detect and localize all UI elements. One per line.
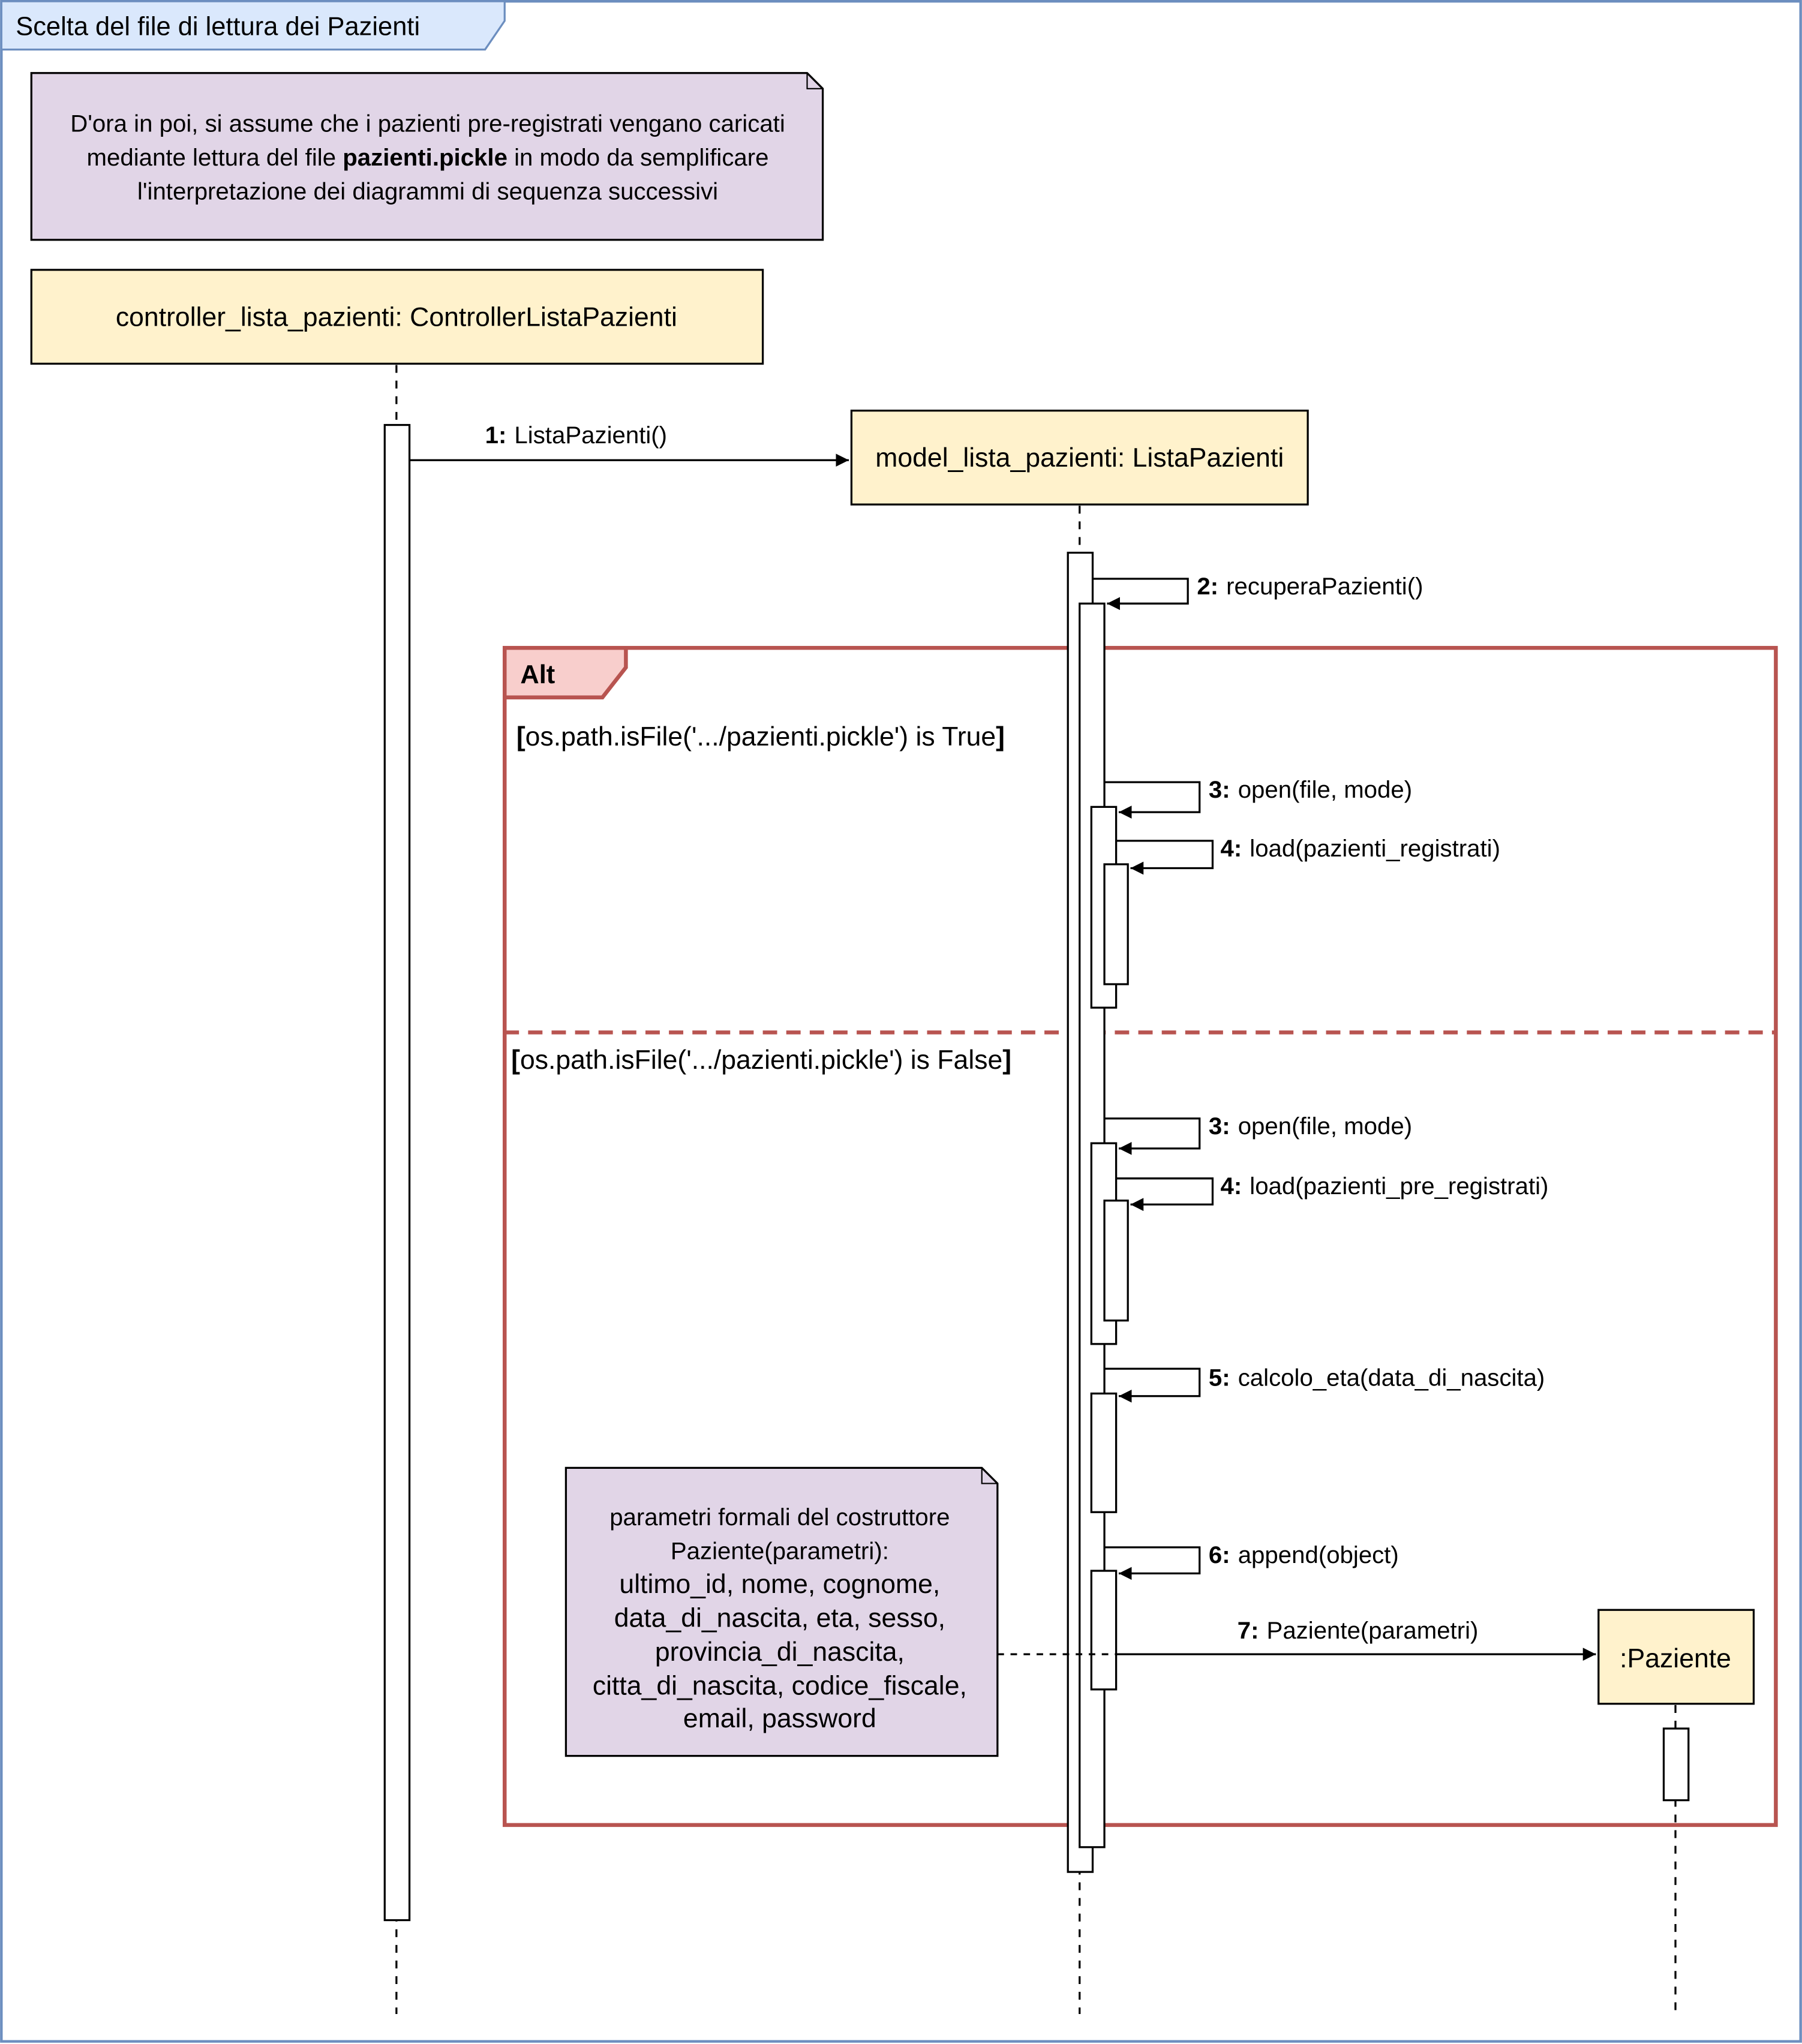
note-parameters-line4: data_di_nascita, eta, sesso, <box>614 1603 945 1633</box>
activation-load-true <box>1103 863 1129 985</box>
message-7-text: Paziente(parametri) <box>1267 1617 1479 1644</box>
note-assumption-line3: l'interpretazione dei diagrammi di seque… <box>137 178 718 205</box>
note-assumption-line2-start: mediante lettura del file <box>87 144 343 171</box>
activation-load-false <box>1103 1200 1129 1322</box>
message-4-true-text: load(pazienti_registrati) <box>1250 835 1500 862</box>
activation-calcolo-eta <box>1090 1392 1118 1513</box>
message-2-label: 2: recuperaPazienti() <box>1197 573 1423 600</box>
message-3-false-text: open(file, mode) <box>1238 1113 1412 1140</box>
message-5-text: calcolo_eta(data_di_nascita) <box>1238 1364 1545 1391</box>
message-2-number: 2: <box>1197 573 1218 600</box>
lifeline-model-head <box>850 410 1309 506</box>
message-6-arrow <box>1104 1546 1201 1580</box>
message-4-true-number: 4: <box>1221 835 1242 862</box>
activation-append <box>1090 1570 1118 1691</box>
message-2-arrow <box>1092 578 1189 611</box>
alt-guard-true-text: os.path.isFile('.../pazienti.pickle') is… <box>525 722 996 752</box>
message-1-number: 1: <box>485 422 507 449</box>
note-assumption-line2-end: in modo da semplificare <box>507 144 769 171</box>
activation-paziente <box>1662 1727 1690 1802</box>
message-3-false-arrow <box>1104 1117 1201 1155</box>
lifeline-controller-label: controller_lista_pazienti: ControllerLis… <box>116 302 677 332</box>
note-parameters-line3: ultimo_id, nome, cognome, <box>619 1570 940 1599</box>
activation-controller <box>383 423 411 1922</box>
message-5-arrow <box>1104 1367 1201 1403</box>
alt-guard-false-open-bracket: [ <box>511 1045 520 1075</box>
message-3-true-label: 3: open(file, mode) <box>1209 776 1412 803</box>
alt-label: Alt <box>520 660 555 689</box>
message-6-label: 6: append(object) <box>1209 1541 1399 1568</box>
message-3-false-number: 3: <box>1209 1113 1230 1140</box>
message-1-label: 1: ListaPazienti() <box>485 422 667 449</box>
message-5-label: 5: calcolo_eta(data_di_nascita) <box>1209 1364 1545 1391</box>
message-5-number: 5: <box>1209 1364 1230 1391</box>
note-parameters-line5: provincia_di_nascita, <box>655 1637 905 1667</box>
alt-guard-true-close-bracket: ] <box>996 722 1005 752</box>
note-assumption: D'ora in poi, si assume che i pazienti p… <box>30 72 824 241</box>
message-3-true-arrow <box>1104 781 1201 819</box>
message-3-true-text: open(file, mode) <box>1238 776 1412 803</box>
note-assumption-filename: pazienti.pickle <box>343 144 507 171</box>
lifeline-paziente-head <box>1597 1609 1755 1705</box>
note-parameters-line2: Paziente(parametri): <box>671 1537 889 1564</box>
alt-guard-true-open-bracket: [ <box>516 722 525 752</box>
alt-label-tab <box>503 645 628 700</box>
message-4-false-text: load(pazienti_pre_registrati) <box>1250 1173 1548 1200</box>
note-parameters-line6: citta_di_nascita, codice_fiscale, <box>593 1672 967 1701</box>
lifeline-model-label: model_lista_pazienti: ListaPazienti <box>875 443 1284 473</box>
message-2-text: recuperaPazienti() <box>1226 573 1423 600</box>
message-4-true-arrow <box>1116 840 1214 875</box>
message-1-text: ListaPazienti() <box>514 422 667 449</box>
message-4-false-number: 4: <box>1221 1173 1242 1200</box>
lifeline-paziente-label: :Paziente <box>1620 1644 1731 1673</box>
alt-guard-false-close-bracket: ] <box>1002 1045 1011 1075</box>
message-4-false-label: 4: load(pazienti_pre_registrati) <box>1221 1173 1549 1200</box>
message-6-text: append(object) <box>1238 1541 1399 1568</box>
alt-guard-false-text: os.path.isFile('.../pazienti.pickle') is… <box>520 1045 1002 1075</box>
alt-fragment <box>503 645 1778 1827</box>
note-parameters: parametri formali del costruttore Pazien… <box>564 1466 999 1757</box>
message-7-number: 7: <box>1238 1617 1259 1644</box>
message-4-false-arrow <box>1116 1177 1214 1212</box>
message-3-false-label: 3: open(file, mode) <box>1209 1113 1412 1140</box>
note-parameters-line7: email, password <box>683 1704 876 1733</box>
frame-title: Scelta del file di lettura dei Pazienti <box>16 13 420 41</box>
frame-title-tab <box>0 0 506 51</box>
note-assumption-line2: mediante lettura del file pazienti.pickl… <box>87 144 769 171</box>
message-3-true-number: 3: <box>1209 776 1230 803</box>
message-4-true-label: 4: load(pazienti_registrati) <box>1221 835 1500 862</box>
message-6-number: 6: <box>1209 1541 1230 1568</box>
alt-guard-false: [os.path.isFile('.../pazienti.pickle') i… <box>511 1045 1011 1075</box>
message-7-label: 7: Paziente(parametri) <box>1238 1617 1479 1644</box>
note-assumption-line1: D'ora in poi, si assume che i pazienti p… <box>70 110 785 137</box>
note-parameters-line1: parametri formali del costruttore <box>609 1504 950 1531</box>
lifeline-controller-head <box>30 269 764 365</box>
alt-guard-true: [os.path.isFile('.../pazienti.pickle') i… <box>516 722 1005 752</box>
